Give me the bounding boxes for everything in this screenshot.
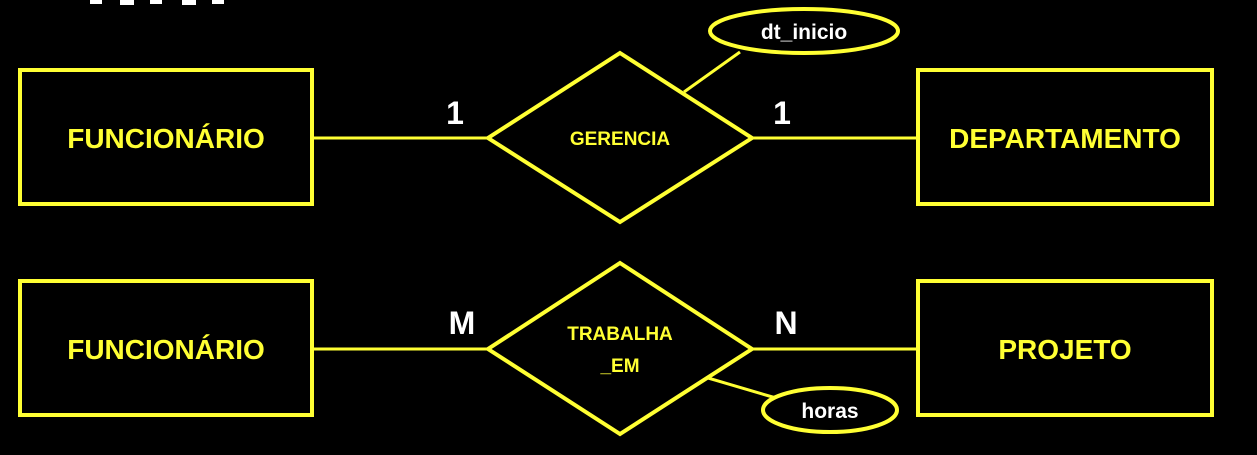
relationship-gerencia-label: GERENCIA <box>570 129 671 150</box>
entity-funcionario-top-box[interactable] <box>18 68 314 206</box>
cardinality-bottom-right: N <box>774 305 797 341</box>
entity-funcionario-top-label: FUNCIONÁRIO <box>67 123 265 154</box>
top-relationship-group: FUNCIONÁRIO GERENCIA DEPARTAMENTO dt_ini… <box>18 7 1214 225</box>
cardinality-bottom-left: M <box>449 305 476 341</box>
relationship-trabalha-em-diamond[interactable] <box>484 260 756 437</box>
attribute-dt-inicio-ellipse[interactable] <box>708 7 900 55</box>
entity-funcionario-bottom-box[interactable] <box>18 279 314 417</box>
entity-funcionario-bottom-label: FUNCIONÁRIO <box>67 334 265 365</box>
relationship-gerencia-diamond[interactable] <box>484 50 756 225</box>
attribute-dt-inicio-label: dt_inicio <box>761 21 847 44</box>
entity-projeto-box[interactable] <box>916 279 1214 417</box>
cardinality-top-right: 1 <box>773 95 791 131</box>
top-attribute-connector-line <box>683 50 741 94</box>
entity-projeto-label: PROJETO <box>998 334 1131 365</box>
entity-departamento-label: DEPARTAMENTO <box>949 123 1181 154</box>
cardinality-top-left: 1 <box>446 95 464 131</box>
cropped-heading-remnant <box>90 0 224 5</box>
attribute-horas-ellipse[interactable] <box>761 386 899 434</box>
bottom-attribute-connector-line <box>707 376 777 400</box>
relationship-trabalha-em-label-line2: _EM <box>599 356 639 377</box>
relationship-trabalha-em-label-line1: TRABALHA <box>567 324 673 345</box>
bottom-relationship-group: FUNCIONÁRIO TRABALHA _EM PROJETO horas M… <box>18 260 1214 437</box>
attribute-horas-label: horas <box>801 400 858 423</box>
entity-departamento-box[interactable] <box>916 68 1214 206</box>
